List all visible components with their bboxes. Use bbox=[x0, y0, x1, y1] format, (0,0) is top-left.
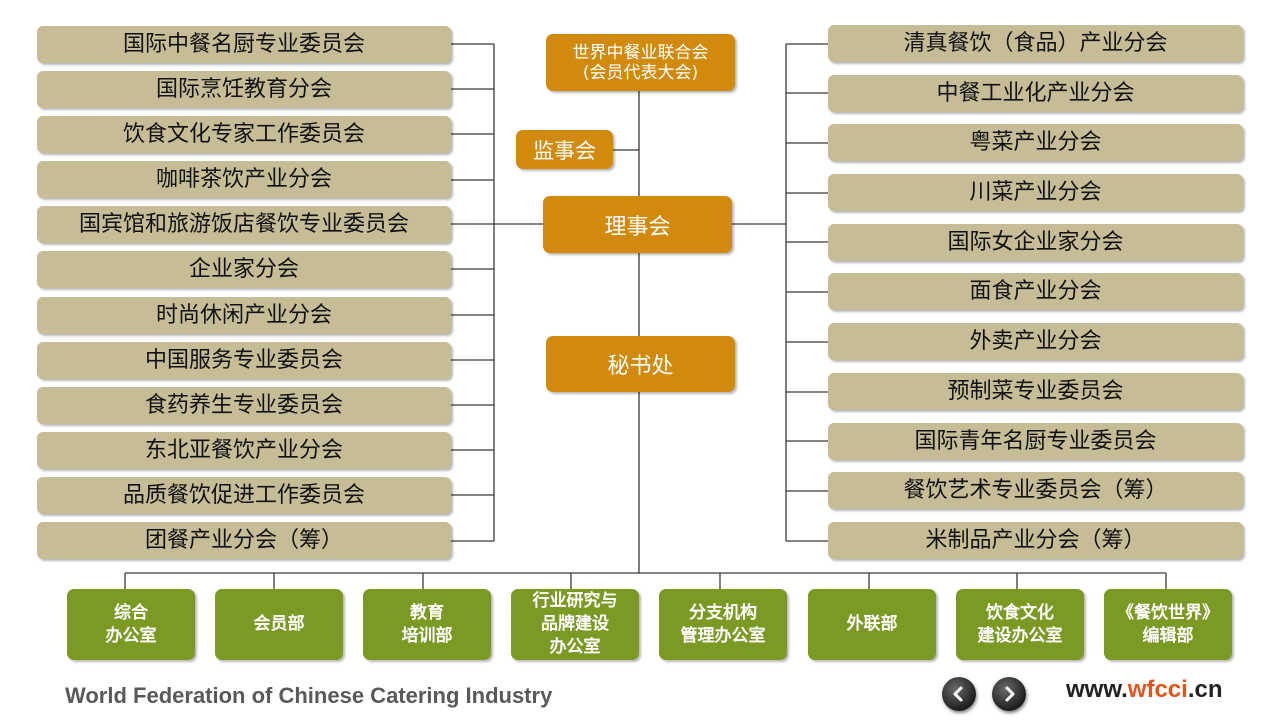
council-box: 理事会 bbox=[543, 196, 732, 253]
left-branch-box: 团餐产业分会（筹） bbox=[37, 522, 451, 559]
next-slide-button[interactable] bbox=[992, 677, 1026, 711]
department-label: 建设办公室 bbox=[977, 625, 1063, 646]
department-label: 《餐饮世界》 bbox=[1117, 602, 1219, 623]
department-label: 教育 bbox=[410, 602, 444, 623]
department-box: 外联部 bbox=[808, 589, 936, 660]
left-branch-box: 饮食文化专家工作委员会 bbox=[37, 116, 451, 153]
left-branch-box: 国宾馆和旅游饭店餐饮专业委员会 bbox=[37, 206, 451, 243]
left-branch-box: 食药养生专业委员会 bbox=[37, 387, 451, 424]
general-assembly-title: 世界中餐业联合会 bbox=[572, 42, 709, 63]
department-box: 行业研究与 品牌建设 办公室 bbox=[511, 589, 639, 660]
department-box: 《餐饮世界》 编辑部 bbox=[1104, 589, 1232, 660]
supervisory-board-box: 监事会 bbox=[516, 130, 613, 169]
left-branch-box: 企业家分会 bbox=[37, 251, 451, 288]
organization-name: World Federation of Chinese Catering Ind… bbox=[65, 683, 553, 708]
department-label: 综合 bbox=[114, 602, 148, 623]
general-assembly-subtitle: (会员代表大会) bbox=[582, 62, 699, 83]
chevron-left-icon bbox=[953, 686, 963, 702]
department-box: 教育 培训部 bbox=[363, 589, 491, 660]
department-box: 分支机构 管理办公室 bbox=[659, 589, 787, 660]
right-branch-box: 国际青年名厨专业委员会 bbox=[828, 423, 1243, 460]
right-branch-box: 川菜产业分会 bbox=[828, 174, 1243, 211]
department-label: 会员部 bbox=[253, 614, 305, 634]
department-label: 行业研究与 bbox=[532, 591, 618, 611]
department-label: 品牌建设 bbox=[541, 614, 609, 634]
department-label: 培训部 bbox=[401, 625, 453, 646]
general-assembly-box: 世界中餐业联合会 (会员代表大会) bbox=[546, 34, 735, 91]
department-label: 外联部 bbox=[846, 614, 898, 634]
department-label: 编辑部 bbox=[1142, 625, 1194, 646]
left-branch-box: 品质餐饮促进工作委员会 bbox=[37, 477, 451, 514]
department-label: 办公室 bbox=[105, 625, 157, 646]
website-link[interactable]: www.wfcci.cn bbox=[1066, 676, 1223, 704]
right-branch-box: 国际女企业家分会 bbox=[828, 224, 1243, 261]
right-branch-box: 中餐工业化产业分会 bbox=[828, 75, 1243, 112]
website-highlight: wfcci bbox=[1127, 676, 1188, 703]
right-branch-box: 面食产业分会 bbox=[828, 273, 1243, 310]
website-prefix: www. bbox=[1066, 676, 1128, 703]
department-label: 饮食文化 bbox=[986, 602, 1054, 623]
right-branch-box: 预制菜专业委员会 bbox=[828, 373, 1243, 410]
left-branch-box: 时尚休闲产业分会 bbox=[37, 297, 451, 334]
department-box: 综合 办公室 bbox=[67, 589, 195, 660]
department-label: 管理办公室 bbox=[680, 625, 766, 646]
right-branch-box: 餐饮艺术专业委员会（筹） bbox=[828, 472, 1243, 509]
left-branch-box: 咖啡茶饮产业分会 bbox=[37, 161, 451, 198]
department-box: 会员部 bbox=[215, 589, 343, 660]
department-box: 饮食文化 建设办公室 bbox=[956, 589, 1084, 660]
previous-slide-button[interactable] bbox=[942, 677, 976, 711]
website-suffix: .cn bbox=[1187, 676, 1223, 703]
left-branch-box: 国际中餐名厨专业委员会 bbox=[37, 26, 451, 63]
department-label: 办公室 bbox=[549, 637, 601, 657]
right-branch-box: 清真餐饮（食品）产业分会 bbox=[828, 25, 1243, 62]
left-branch-box: 中国服务专业委员会 bbox=[37, 342, 451, 379]
right-branch-box: 外卖产业分会 bbox=[828, 323, 1243, 360]
left-branch-box: 国际烹饪教育分会 bbox=[37, 71, 451, 108]
secretariat-box: 秘书处 bbox=[546, 336, 735, 392]
department-label: 分支机构 bbox=[689, 602, 757, 623]
left-branch-box: 东北亚餐饮产业分会 bbox=[37, 432, 451, 469]
chevron-right-icon bbox=[1005, 686, 1015, 702]
right-branch-box: 米制品产业分会（筹） bbox=[828, 522, 1243, 559]
right-branch-box: 粤菜产业分会 bbox=[828, 124, 1243, 161]
